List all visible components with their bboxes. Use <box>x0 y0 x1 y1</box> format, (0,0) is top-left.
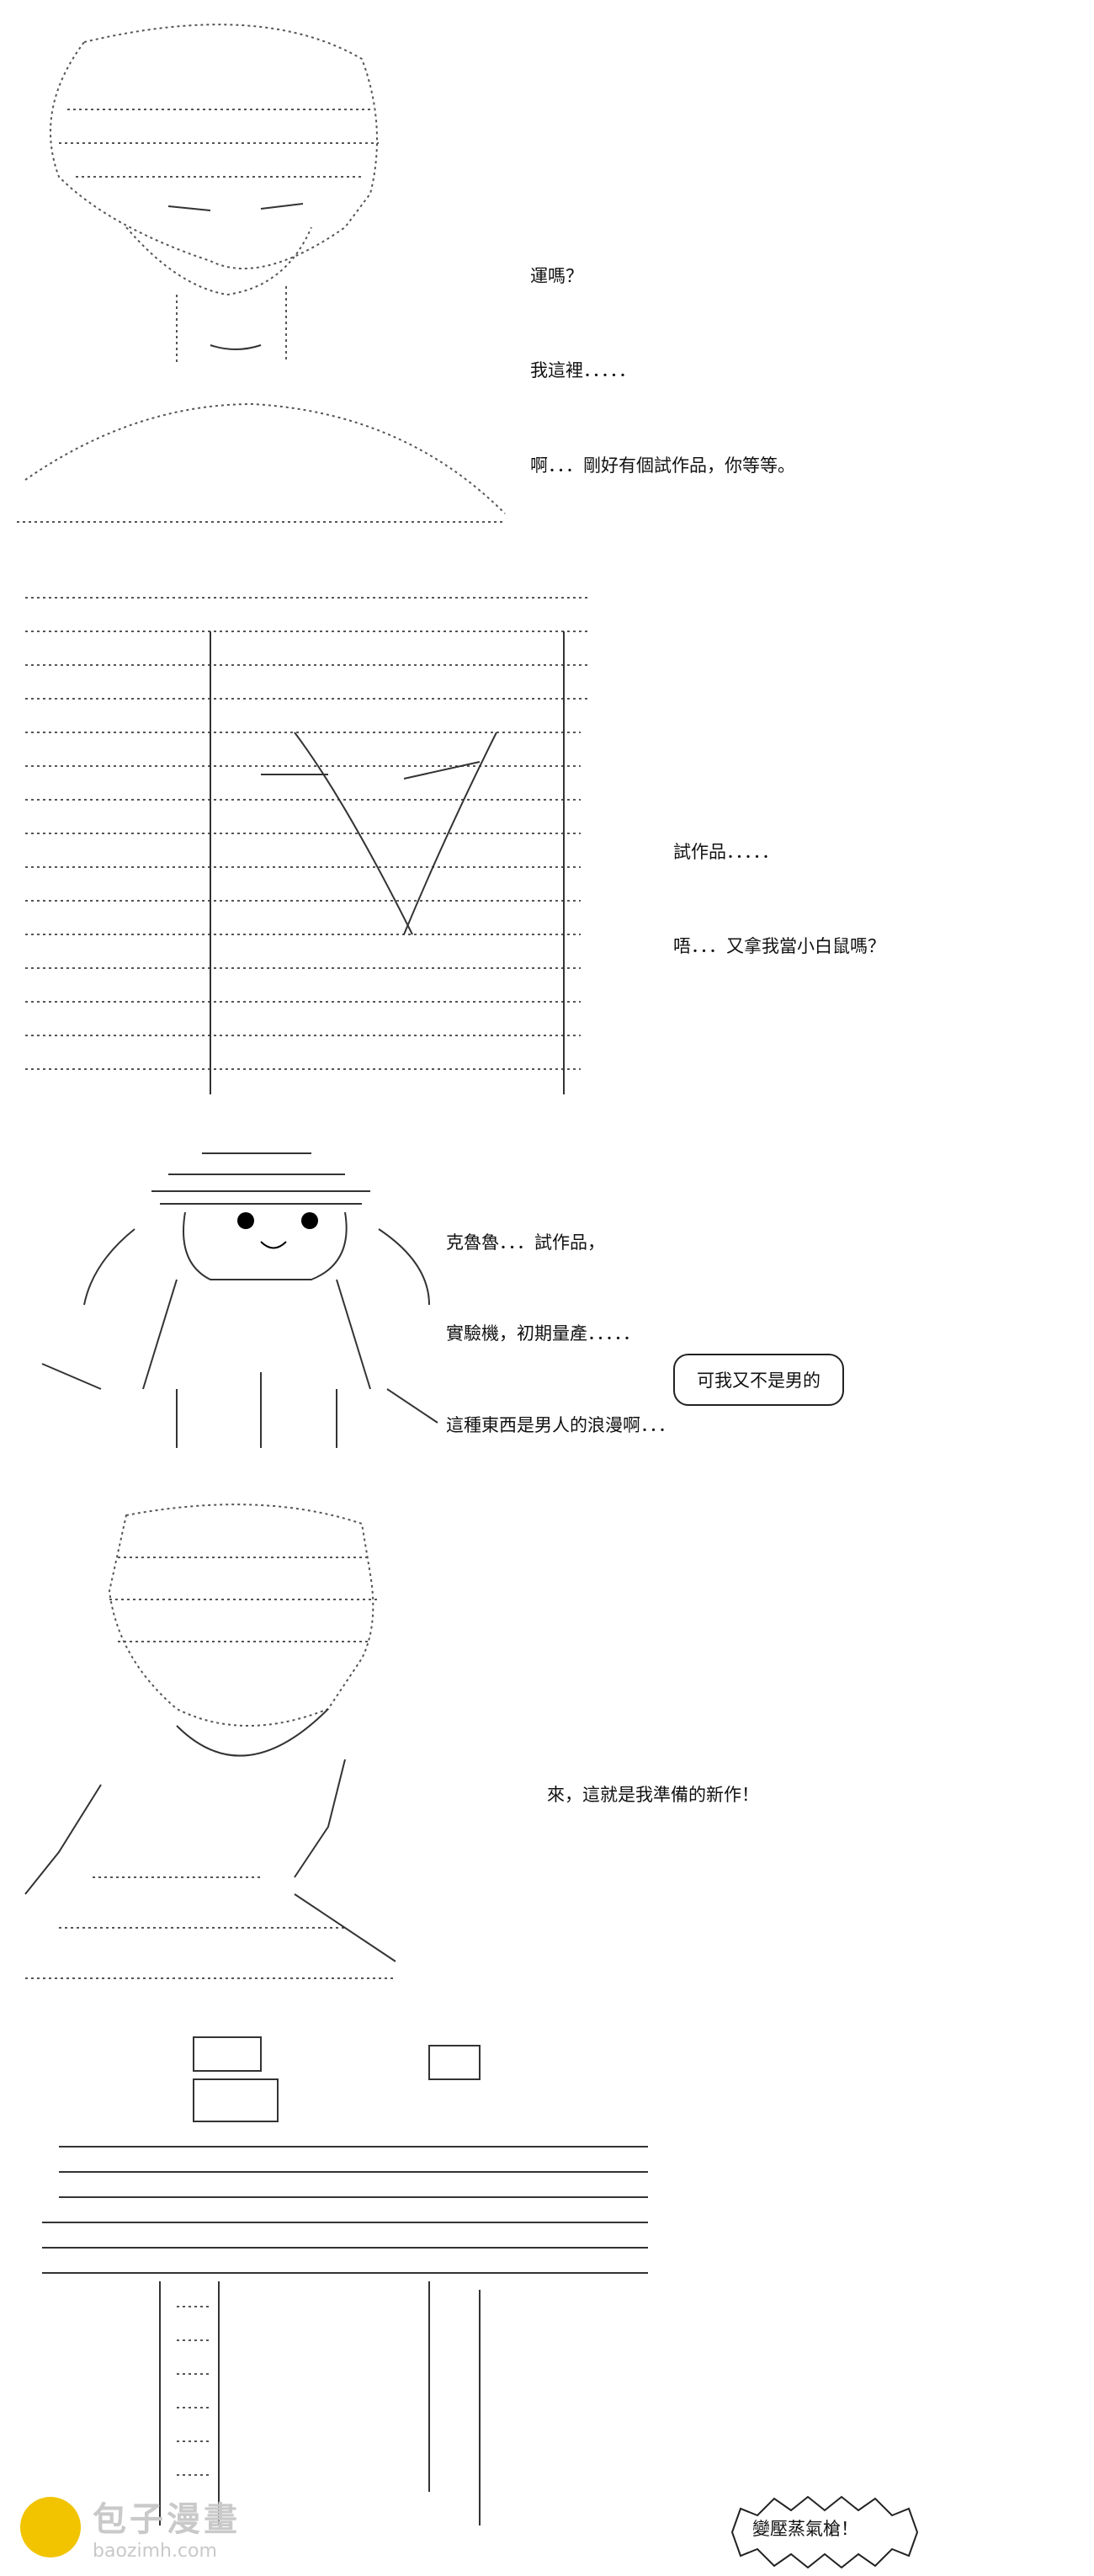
panel-3: 克魯魯．．．試作品， 實驗機，初期量產．．．．． 這種東西是男人的浪漫啊．．． … <box>0 1128 1094 1465</box>
ascii-art-steam-gun-drawing <box>42 2036 648 2525</box>
panel-1: 運嗎？ 我這裡．．．．． 啊．．．剛好有個試作品，你等等。 <box>0 0 1094 556</box>
watermark-url: baozimh.com <box>93 2541 217 2562</box>
dialog-panel-3: 克魯魯．．．試作品， 實驗機，初期量產．．．．． 這種東西是男人的浪漫啊．．． <box>446 1187 676 1509</box>
dialog-line: 這種東西是男人的浪漫啊．．． <box>446 1415 676 1435</box>
ascii-art-steam-gun <box>8 2020 665 2525</box>
speech-bubble-text: 可我又不是男的 <box>697 1370 820 1391</box>
ascii-art-character-3-drawing <box>24 1504 396 1979</box>
bun-logo-icon <box>20 2496 81 2557</box>
watermark-title: 包子漫畫 <box>93 2500 241 2539</box>
dialog-line: 試作品．．．．． <box>673 841 779 862</box>
dialog-line: 運嗎？ <box>530 265 583 286</box>
dialog-line: 來，這就是我準備的新作！ <box>547 1784 759 1805</box>
site-watermark: 包子漫畫 baozimh.com <box>20 2492 241 2562</box>
ascii-art-character-1 <box>8 8 513 547</box>
speech-bubble: 可我又不是男的 <box>673 1354 844 1406</box>
panel-5: 變壓蒸氣槍！ <box>0 2020 1094 2576</box>
dialog-panel-2: 試作品．．．．． 唔．．．又拿我當小白鼠嗎？ <box>673 796 885 1030</box>
dialog-panel-1: 運嗎？ 我這裡．．．．． 啊．．．剛好有個試作品，你等等。 <box>530 221 795 550</box>
ascii-art-character-1-drawing <box>17 24 506 523</box>
panel-2: 試作品．．．．． 唔．．．又拿我當小白鼠嗎？ <box>0 572 1094 1111</box>
shout-burst-outline <box>730 2495 919 2569</box>
ascii-art-character-2-drawing <box>25 597 589 1094</box>
ascii-art-character-3 <box>8 1490 446 2012</box>
ascii-art-character-2 <box>8 581 597 1103</box>
ascii-art-robot <box>8 1136 446 1456</box>
dialog-line: 我這裡．．．．． <box>530 360 636 381</box>
dialog-line: 實驗機，初期量產．．．．． <box>446 1323 640 1344</box>
dialog-line: 啊．．．剛好有個試作品，你等等。 <box>530 455 795 476</box>
panel-4: 來，這就是我準備的新作！ <box>0 1482 1094 2020</box>
ascii-art-robot-drawing <box>41 1152 438 1448</box>
dialog-line: 克魯魯．．．試作品， <box>446 1232 605 1253</box>
shout-burst-text: 變壓蒸氣槍！ <box>752 2519 858 2539</box>
shout-burst: 變壓蒸氣槍！ <box>724 2492 919 2569</box>
dialog-panel-4: 來，這就是我準備的新作！ <box>547 1739 759 1878</box>
watermark-text: 包子漫畫 baozimh.com <box>93 2492 241 2562</box>
dialog-line: 唔．．．又拿我當小白鼠嗎？ <box>673 936 885 957</box>
